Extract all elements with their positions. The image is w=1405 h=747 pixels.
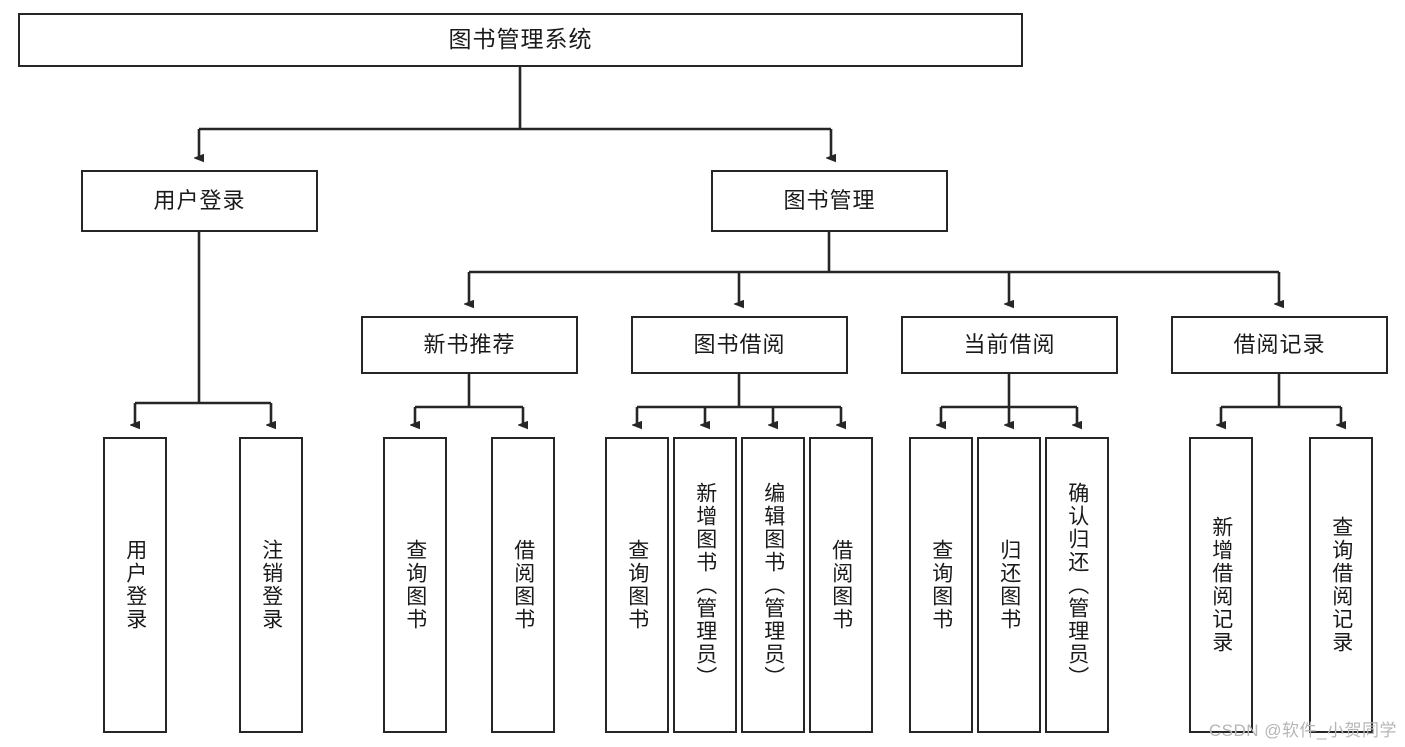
leaf-confirm-return[interactable]: 确认归还（管理员） — [1045, 437, 1109, 733]
leaf-query-book-recommend-label: 查询图书 — [403, 539, 427, 631]
leaf-query-borrow-record[interactable]: 查询借阅记录 — [1309, 437, 1373, 733]
node-new-book-recommend-label: 新书推荐 — [423, 331, 516, 357]
leaf-borrow-book-recommend[interactable]: 借阅图书 — [491, 437, 555, 733]
node-root-label: 图书管理系统 — [448, 26, 593, 53]
leaf-borrow-book[interactable]: 借阅图书 — [809, 437, 873, 733]
node-book-manage-label: 图书管理 — [783, 187, 876, 213]
leaf-query-book-current[interactable]: 查询图书 — [909, 437, 973, 733]
leaf-borrow-book-label: 借阅图书 — [829, 539, 853, 631]
node-root-system[interactable]: 图书管理系统 — [18, 13, 1023, 67]
leaf-user-login-label: 用户登录 — [123, 539, 147, 631]
leaf-return-book[interactable]: 归还图书 — [977, 437, 1041, 733]
node-book-borrow[interactable]: 图书借阅 — [631, 316, 848, 374]
leaf-add-book-label: 新增图书（管理员） — [693, 481, 717, 689]
leaf-query-book-borrow-label: 查询图书 — [625, 539, 649, 631]
node-book-borrow-label: 图书借阅 — [693, 331, 786, 357]
leaf-query-borrow-record-label: 查询借阅记录 — [1329, 516, 1353, 654]
node-new-book-recommend[interactable]: 新书推荐 — [361, 316, 578, 374]
csdn-watermark: CSDN @软件_小贺同学 — [1208, 721, 1397, 740]
node-borrow-record-label: 借阅记录 — [1233, 331, 1326, 357]
leaf-add-book[interactable]: 新增图书（管理员） — [673, 437, 737, 733]
leaf-query-book-recommend[interactable]: 查询图书 — [383, 437, 447, 733]
leaf-user-login[interactable]: 用户登录 — [103, 437, 167, 733]
leaf-logout-login[interactable]: 注销登录 — [239, 437, 303, 733]
leaf-logout-login-label: 注销登录 — [259, 539, 283, 631]
leaf-add-borrow-record-label: 新增借阅记录 — [1209, 516, 1233, 654]
leaf-confirm-return-label: 确认归还（管理员） — [1065, 481, 1089, 689]
node-user-login[interactable]: 用户登录 — [81, 170, 318, 232]
node-current-borrow[interactable]: 当前借阅 — [901, 316, 1118, 374]
leaf-add-borrow-record[interactable]: 新增借阅记录 — [1189, 437, 1253, 733]
leaf-return-book-label: 归还图书 — [997, 539, 1021, 631]
node-book-manage[interactable]: 图书管理 — [711, 170, 948, 232]
node-current-borrow-label: 当前借阅 — [963, 331, 1056, 357]
leaf-query-book-borrow[interactable]: 查询图书 — [605, 437, 669, 733]
leaf-edit-book[interactable]: 编辑图书（管理员） — [741, 437, 805, 733]
leaf-borrow-book-recommend-label: 借阅图书 — [511, 539, 535, 631]
leaf-edit-book-label: 编辑图书（管理员） — [761, 481, 785, 689]
node-user-login-label: 用户登录 — [153, 187, 246, 213]
leaf-query-book-current-label: 查询图书 — [929, 539, 953, 631]
node-borrow-record[interactable]: 借阅记录 — [1171, 316, 1388, 374]
